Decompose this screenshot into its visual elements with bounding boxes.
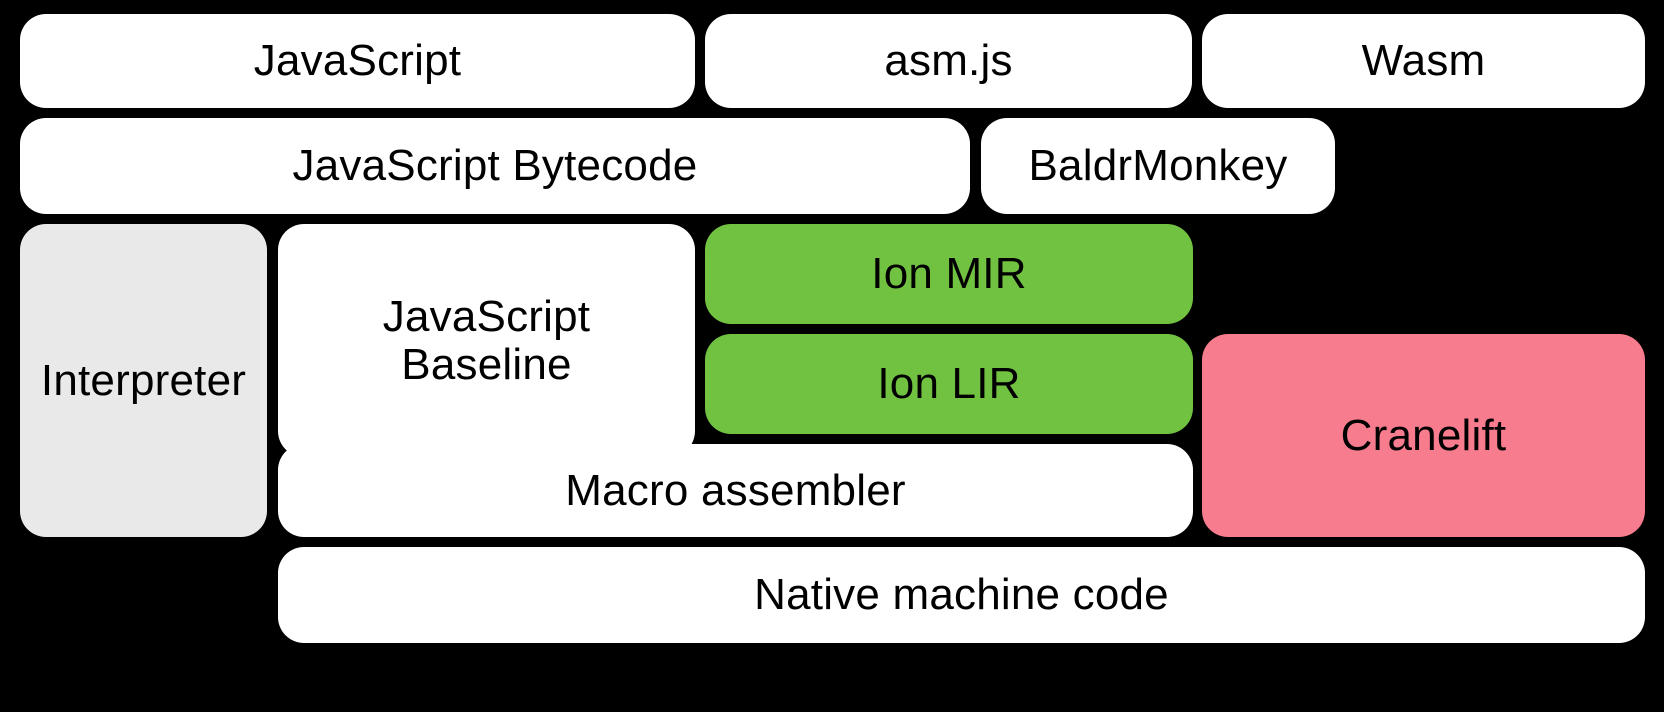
node-native-machine-code[interactable]: Native machine code: [278, 547, 1645, 643]
node-macro-assembler[interactable]: Macro assembler: [278, 444, 1193, 537]
node-asm-js[interactable]: asm.js: [705, 14, 1192, 108]
node-wasm[interactable]: Wasm: [1202, 14, 1645, 108]
node-cranelift[interactable]: Cranelift: [1202, 334, 1645, 537]
node-javascript[interactable]: JavaScript: [20, 14, 695, 108]
node-baldrmonkey[interactable]: BaldrMonkey: [981, 118, 1335, 214]
node-ion-lir[interactable]: Ion LIR: [705, 334, 1193, 434]
node-javascript-bytecode[interactable]: JavaScript Bytecode: [20, 118, 970, 214]
node-interpreter[interactable]: Interpreter: [20, 224, 267, 537]
node-ion-mir[interactable]: Ion MIR: [705, 224, 1193, 324]
node-javascript-baseline[interactable]: JavaScript Baseline: [278, 224, 695, 457]
